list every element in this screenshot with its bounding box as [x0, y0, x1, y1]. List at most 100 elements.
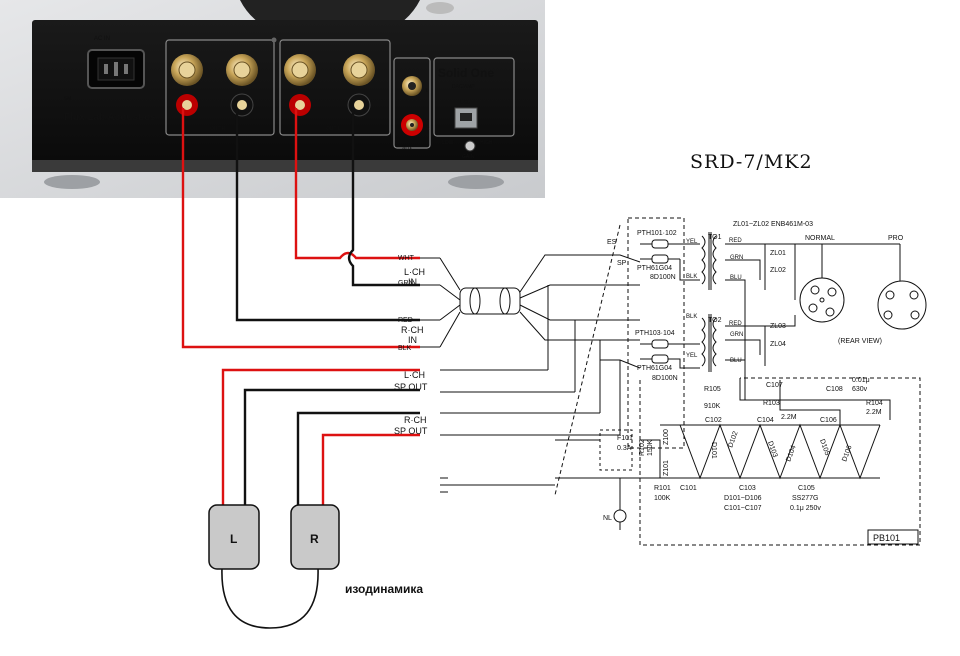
gain-switch[interactable] [464, 140, 476, 152]
label-pth-bot: PTH103·104 [635, 330, 675, 337]
label-zl-header: ZL01~ZL02 ENB461M-03 [733, 221, 813, 228]
wire-hp-l-negative [243, 388, 420, 505]
rca-aux-l[interactable] [402, 76, 422, 96]
label-caps-val: 0.1μ 250v [790, 505, 821, 512]
label-sp-lch: L·CH [404, 370, 425, 380]
label-sp-rch-out: SP OUT [394, 426, 428, 436]
label-pth-top: PTH101·102 [637, 230, 677, 237]
label-diodes: D101~D106 [724, 495, 762, 502]
label-r102-val: 150K [647, 439, 654, 456]
label-r105: R105 [704, 386, 721, 393]
label-r102: R102 [639, 439, 646, 456]
label-c108-val2: 630v [852, 386, 868, 393]
usb-label: USB [460, 100, 471, 106]
label-grn-2: GRN [730, 332, 743, 338]
label-red-2: RED [729, 321, 742, 327]
brand-label: Flux Lab Acoustics [64, 112, 156, 123]
earcup-right [290, 504, 340, 570]
label-lch: L·CH [404, 267, 425, 277]
label-f101: F101 [617, 435, 633, 442]
wire-hp-l-positive [221, 368, 420, 505]
label-d104: D104 [785, 444, 797, 462]
label-c102: C102 [705, 417, 722, 424]
label-lch-in: IN [408, 277, 417, 287]
label-c108: C108 [826, 386, 843, 393]
label-wht: WHT [398, 255, 415, 262]
out-l-label: OUT L [326, 126, 341, 132]
label-rear-view: (REAR VIEW) [838, 338, 882, 345]
label-blk-2: BLK [686, 314, 697, 320]
label-f101-val: 0.3A [617, 445, 632, 452]
label-pro: PRO [888, 235, 904, 242]
label-grn-1: GRN [730, 255, 743, 261]
label-d102: D102 [727, 430, 739, 448]
label-rch: R·CH [401, 325, 424, 335]
label-yel-1: YEL [686, 239, 698, 245]
model-label: Solid One [438, 66, 494, 80]
label-red: RED [398, 317, 413, 324]
wire-l-negative [347, 108, 420, 287]
wire-l-positive [294, 108, 420, 260]
label-r105-val: 910K [704, 403, 721, 410]
label-sp-rch: R·CH [404, 415, 427, 425]
label-z101: Z101 [663, 460, 670, 476]
label-d106: D106 [841, 444, 853, 462]
label-es: ES [607, 239, 617, 246]
label-c101: C101 [680, 485, 697, 492]
label-zl03: ZL03 [770, 323, 786, 330]
label-r101-val: 100K [654, 495, 671, 502]
label-c106: C106 [820, 417, 837, 424]
label-yel-2: YEL [686, 353, 698, 359]
wire-r-negative [235, 108, 420, 322]
binding-post-r-pos[interactable] [171, 54, 203, 86]
binding-post-l-pos[interactable] [284, 54, 316, 86]
label-pb101: PB101 [873, 533, 900, 543]
label-blk: BLK [398, 345, 412, 352]
label-nl: NL [603, 515, 612, 522]
label-rch-in: IN [408, 335, 417, 345]
label-r104-val: 2.2M [866, 409, 882, 416]
amplifier-rear-photo: AC IN SN Flux Lab Acoustics OUT R OUT L … [0, 0, 545, 198]
label-caps: C101~C107 [724, 505, 762, 512]
label-r104: R104 [866, 400, 883, 407]
label-zl01: ZL01 [770, 250, 786, 257]
label-d105: D105 [818, 438, 830, 456]
label-zl02: ZL02 [770, 267, 786, 274]
earcup-left-label: L [230, 532, 237, 546]
label-r103-val: 2.2M [781, 414, 797, 421]
label-pth-top-2: PTH61G04 [637, 265, 672, 272]
label-red-1: RED [729, 238, 742, 244]
label-blu-2: BLU [730, 358, 742, 364]
headphones: L R изодинамика [208, 504, 423, 629]
earcup-right-label: R [310, 532, 319, 546]
label-grn: GRN [398, 280, 414, 287]
label-to2: TO2 [708, 317, 722, 324]
label-d101: D101 [710, 442, 717, 459]
label-to1: TO1 [708, 234, 722, 241]
label-sp-lch-out: SP OUT [394, 382, 428, 392]
label-diode-part: SS277G [792, 495, 818, 502]
label-c103: C103 [739, 485, 756, 492]
amplifier-rear-illustration: AC IN SN Flux Lab Acoustics OUT R OUT L … [0, 0, 545, 198]
headphones-caption: изодинамика [345, 582, 423, 596]
ac-in-label: AC IN [94, 36, 110, 42]
gain-label: GAIN [462, 154, 475, 160]
label-pth-bot-3: 8D100N [652, 375, 678, 382]
rca-aux-r[interactable] [401, 114, 423, 136]
aux-l-label: L [426, 88, 429, 94]
label-c105: C105 [798, 485, 815, 492]
wire-hp-r-positive [321, 433, 420, 505]
label-sp: SP [617, 260, 627, 267]
label-normal: NORMAL [805, 235, 835, 242]
label-c108-val: 0.01μ [852, 377, 870, 384]
label-pth-bot-2: PTH61G04 [637, 365, 672, 372]
label-r101: R101 [654, 485, 671, 492]
binding-post-l-neg[interactable] [343, 54, 375, 86]
label-c107: C107 [766, 382, 783, 389]
binding-post-r-neg[interactable] [226, 54, 258, 86]
label-r103: R103 [763, 400, 780, 407]
label-c104: C104 [757, 417, 774, 424]
label-blk-1: BLK [686, 274, 697, 280]
